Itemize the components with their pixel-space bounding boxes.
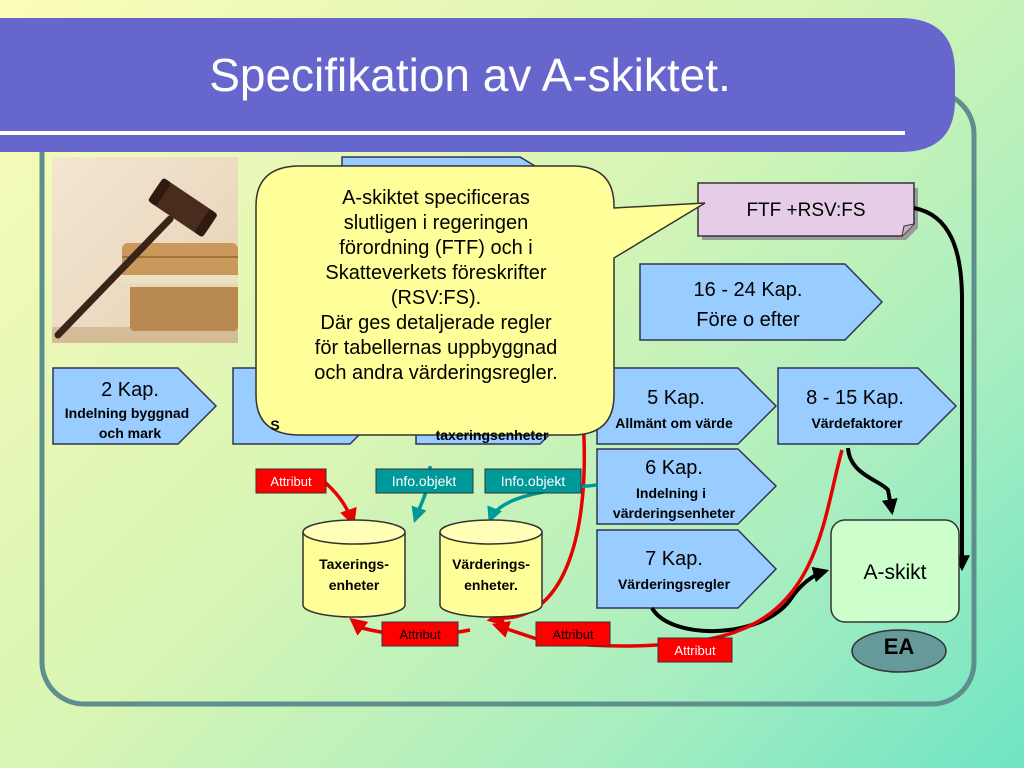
callout-bubble (255, 165, 706, 436)
a-skikt-box (830, 519, 960, 623)
callout-line: och andra värderingsregler. (314, 362, 558, 384)
tag-attribut-3: Attribut (552, 627, 594, 642)
callout-line: slutligen i regeringen (343, 212, 529, 234)
ea-ellipse (851, 629, 947, 673)
callout-line: Skatteverkets föreskrifter (325, 262, 547, 284)
title-bar (0, 18, 955, 152)
kap6-sub1: Indelning i (636, 485, 706, 501)
kap7-title: 7 Kap. (645, 548, 703, 570)
kap4-partial-text: taxeringsenheter (436, 427, 549, 443)
tag-info-2-box (484, 468, 582, 494)
line-kap7-to-askikt (650, 566, 830, 633)
chapter-box-kap16-24 (639, 263, 884, 341)
tag-attribut-1: Attribut (270, 474, 312, 489)
kap16-24-sub: Före o efter (696, 309, 800, 331)
kap2-sub2: och mark (99, 425, 161, 441)
kap6-title: 6 Kap. (645, 457, 703, 479)
callout-line: (RSV:FS). (390, 287, 482, 309)
tag-attribut-1-box (255, 468, 327, 494)
ftf-note-label: FTF +RSV:FS (746, 200, 865, 221)
line-kap8-to-askikt (846, 447, 898, 516)
tag-attribut-2-box (381, 621, 459, 647)
tag-attribut-3-box (535, 621, 611, 647)
callout-text: A-skiktet specificeras slutligen i reger… (268, 186, 604, 386)
chapter-box-kap5 (596, 367, 778, 445)
a-skikt-label: A-skikt (864, 561, 927, 584)
kap16-24-title: 16 - 24 Kap. (694, 279, 803, 301)
chapter-box-kap7 (596, 529, 778, 609)
callout-line: förordning (FTF) och i (339, 237, 533, 259)
callout-line: A-skiktet specificeras (342, 187, 530, 209)
kap3-partial-text: S (270, 417, 279, 433)
tag-attribut-2: Attribut (399, 627, 441, 642)
callout-line: för tabellernas uppbyggnad (314, 337, 558, 359)
kap7-sub: Värderingsregler (618, 576, 731, 592)
tag-attribut-4-box (657, 637, 733, 663)
tag-info-1: Info.objekt (392, 473, 457, 489)
database-taxeringsenheter (302, 519, 406, 618)
kap8-15-title: 8 - 15 Kap. (806, 387, 904, 409)
ea-label: EA (883, 634, 915, 659)
chapter-box-kap6 (596, 448, 778, 525)
tag-info-1-box (375, 468, 474, 494)
callout-line: Där ges detaljerade regler (320, 312, 552, 334)
kap8-15-sub: Värdefaktorer (811, 415, 903, 431)
chapter-box-kap8-15 (777, 367, 958, 445)
db-taxering-line2: enheter (329, 577, 380, 593)
slide-title: Specifikation av A-skiktet. (209, 49, 731, 101)
gavel-books-image (52, 157, 238, 343)
red-line-callout-down (486, 419, 587, 626)
kap5-sub: Allmänt om värde (615, 415, 733, 431)
db-taxering-line1: Taxerings- (319, 556, 389, 572)
ftf-note-fold (901, 223, 915, 237)
line-ftf-to-askikt (913, 206, 970, 572)
tag-attribut-4: Attribut (674, 643, 716, 658)
kap5-title: 5 Kap. (647, 387, 705, 409)
db-vardering-line1: Värderings- (452, 556, 530, 572)
kap2-sub1: Indelning byggnad (65, 405, 189, 421)
database-varderingsenheter (439, 519, 543, 618)
kap6-sub2: värderingsenheter (613, 505, 736, 521)
kap2-title: 2 Kap. (101, 379, 159, 401)
tag-info-2: Info.objekt (501, 473, 566, 489)
chapter-box-kap2 (52, 367, 218, 445)
db-vardering-line2: enheter. (464, 577, 518, 593)
